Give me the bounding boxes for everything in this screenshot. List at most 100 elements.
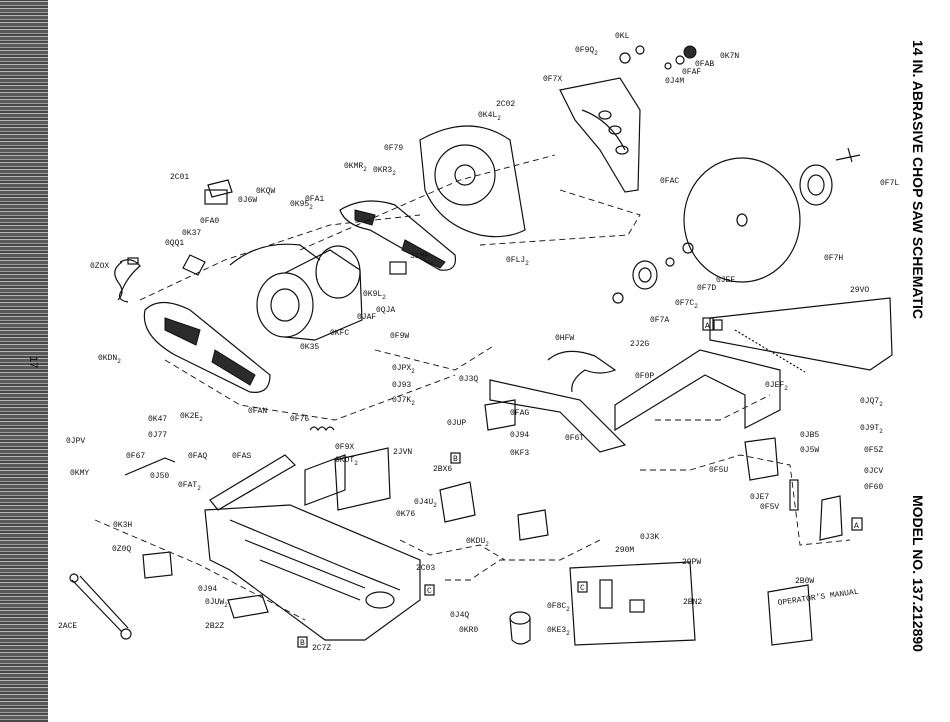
part-label-subscript: 2 <box>879 401 883 408</box>
part-label-subscript: 2 <box>382 294 386 301</box>
part-label-0j4m: 0J4M <box>665 77 684 86</box>
part-label-0kr0: 0KR0 <box>459 626 478 635</box>
part-label-0k37: 0K37 <box>182 229 201 238</box>
part-label-0j7k: 0J7K2 <box>392 396 415 407</box>
part-label-0f9x: 0F9X <box>335 443 354 452</box>
part-label-subscript: 2 <box>224 602 228 609</box>
part-label-0j9t: 0J9T2 <box>860 424 883 435</box>
lower-guard <box>419 125 526 238</box>
part-label-0k4l: 0K4L2 <box>478 111 501 122</box>
svg-text:A: A <box>854 522 859 531</box>
upper-blade-guard <box>559 77 641 193</box>
part-label-0fa0: 0FA0 <box>200 217 219 226</box>
part-label-0faq: 0FAQ <box>188 452 207 461</box>
blade-flanges <box>612 147 861 304</box>
part-label-0kdt: 0KDT2 <box>335 456 358 467</box>
part-label-0f9w: 0F9W <box>390 332 409 341</box>
part-label-0k3h: 0K3H <box>113 521 132 530</box>
part-label-0faf: 0FAF <box>682 68 701 77</box>
motor-housing <box>229 243 363 341</box>
svg-text:B: B <box>453 455 458 464</box>
part-label-0j3q: 0J3Q <box>459 375 478 384</box>
part-label-0kf3: 0KF3 <box>510 449 529 458</box>
rear-handle <box>143 301 271 393</box>
part-label-2bn2: 2BN2 <box>683 598 702 607</box>
arbor-nut-stack <box>619 45 697 70</box>
part-label-2b2z: 2B2Z <box>205 622 224 631</box>
part-label-0kr3: 0KR32 <box>373 166 396 177</box>
part-label-0kmr: 0KMR2 <box>344 162 367 173</box>
scan-edge-strip <box>0 0 48 722</box>
part-label-0f7a: 0F7A <box>650 316 669 325</box>
part-label-subscript: 2 <box>309 204 313 211</box>
part-label-0k95: 0K952 <box>290 200 313 211</box>
part-label-0qq1: 0QQ1 <box>165 239 184 248</box>
part-label-subscript: 2 <box>199 416 203 423</box>
part-label-0f5v: 0F5V <box>760 503 779 512</box>
part-label-29vo: 29VO <box>850 286 869 295</box>
part-label-2b0w: 2B0W <box>795 577 814 586</box>
part-label-0jpv: 0JPV <box>66 437 85 446</box>
part-label-0k35: 0K35 <box>300 343 319 352</box>
assembly-lines <box>94 154 851 621</box>
part-label-0fac: 0FAC <box>660 177 679 186</box>
part-label-0f9q: 0F9Q2 <box>575 46 598 57</box>
part-label-0f5z: 0F5Z <box>864 446 883 455</box>
part-label-subscript: 2 <box>879 428 883 435</box>
vise-slide <box>614 349 781 432</box>
part-label-2c01: 2C01 <box>170 173 189 182</box>
part-label-0flj: 0FLJ2 <box>506 256 529 267</box>
base <box>204 504 421 641</box>
part-label-0zox: 0ZOX <box>90 262 109 271</box>
part-label-0j94: 0J94 <box>510 431 529 440</box>
warning-label <box>207 179 269 619</box>
part-label-0kqw: 0KQW <box>256 187 275 196</box>
model-number: MODEL NO. 137.212890 <box>910 495 926 652</box>
part-label-subscript: 2 <box>694 303 698 310</box>
part-label-29pw: 29PW <box>682 558 701 567</box>
part-label-0k2e: 0K2E2 <box>180 412 203 423</box>
part-label-0kfc: 0KFC <box>330 329 349 338</box>
part-label-subscript: 2 <box>525 260 529 267</box>
part-label-0f7d: 0F7D <box>697 284 716 293</box>
part-label-0kl: 0KL <box>615 32 630 41</box>
part-label-0k76: 0K76 <box>396 510 415 519</box>
part-label-subscript: 2 <box>354 460 358 467</box>
part-label-0f7h: 0F7H <box>824 254 843 263</box>
part-label-subscript: 2 <box>433 502 437 509</box>
part-label-0j3k: 0J3K <box>640 533 659 542</box>
part-label-0jpx: 0JPX2 <box>392 364 415 375</box>
part-label-subscript: 2 <box>594 50 598 57</box>
part-label-0kdu: 0KDU2 <box>466 537 489 548</box>
part-label-subscript: 2 <box>497 115 501 122</box>
part-label-subscript: 2 <box>117 358 121 365</box>
svg-text:C: C <box>427 587 432 596</box>
part-label-0f0p: 0F0P <box>635 372 654 381</box>
part-label-2jvn: 2JVN <box>393 448 412 457</box>
part-label-0f7x: 0F7X <box>543 75 562 84</box>
part-label-0j4q: 0J4Q <box>450 611 469 620</box>
part-label-0f60: 0F60 <box>864 483 883 492</box>
part-label-0j93: 0J93 <box>392 381 411 390</box>
part-label-0hfw: 0HFW <box>555 334 574 343</box>
part-label-0jee: 0JEE <box>716 276 735 285</box>
part-label-0jb5: 0JB5 <box>800 431 819 440</box>
operators-manual: OPERATOR'S MANUAL <box>767 584 859 646</box>
part-label-2c02: 2C02 <box>496 100 515 109</box>
wrench <box>69 573 132 640</box>
part-label-31mf: 31MF <box>410 252 429 261</box>
part-label-0qja: 0QJA <box>376 306 395 315</box>
part-label-0f6t: 0F6T <box>565 434 584 443</box>
part-label-0k47: 0K47 <box>148 415 167 424</box>
part-label-0jq7: 0JQ72 <box>860 397 883 408</box>
part-label-0fat: 0FAT2 <box>178 481 201 492</box>
part-label-0j94b: 0J94 <box>198 585 217 594</box>
part-label-0kmy: 0KMY <box>70 469 89 478</box>
part-label-0jaf: 0JAF <box>357 313 376 322</box>
svg-text:B: B <box>300 639 305 648</box>
manual-cover-text: OPERATOR'S MANUAL <box>777 588 859 608</box>
part-label-0f79: 0F79 <box>384 144 403 153</box>
part-label-0fag: 0FAG <box>510 409 529 418</box>
